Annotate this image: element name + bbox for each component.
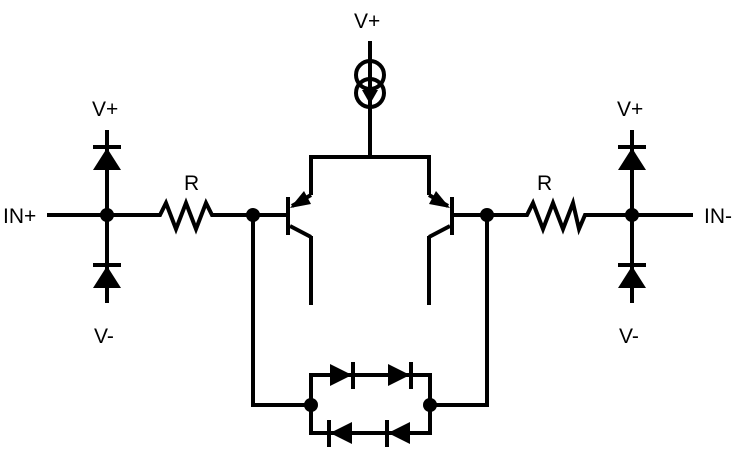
junction-node [423, 398, 437, 412]
junction-node [100, 208, 114, 222]
label-left-vplus: V+ [92, 98, 118, 121]
clamp-diode-left-bottom [93, 263, 121, 288]
clamp-diode-right-bottom [618, 263, 646, 288]
transistor-right [427, 157, 454, 305]
label-in-plus: IN+ [3, 205, 36, 228]
label-supply-vplus: V+ [354, 10, 380, 33]
junction-node [625, 208, 639, 222]
junction-node [304, 398, 318, 412]
transistor-left [286, 157, 313, 305]
label-right-resistor: R [537, 172, 552, 195]
label-left-resistor: R [184, 172, 199, 195]
resistor-left [155, 197, 253, 235]
arrow-down-icon [362, 90, 378, 104]
label-right-vminus: V- [619, 325, 639, 348]
clamp-diode-right-top [618, 145, 646, 170]
label-left-vminus: V- [94, 325, 114, 348]
label-in-minus: IN- [704, 205, 732, 228]
emitter-arrow-icon [429, 191, 450, 208]
label-right-vplus: V+ [617, 98, 643, 121]
current-source [354, 41, 386, 157]
clamp-diode-left-top [93, 145, 121, 170]
emitter-arrow-icon [290, 191, 311, 208]
diode-bridge [304, 362, 437, 447]
resistor-right [487, 196, 590, 236]
